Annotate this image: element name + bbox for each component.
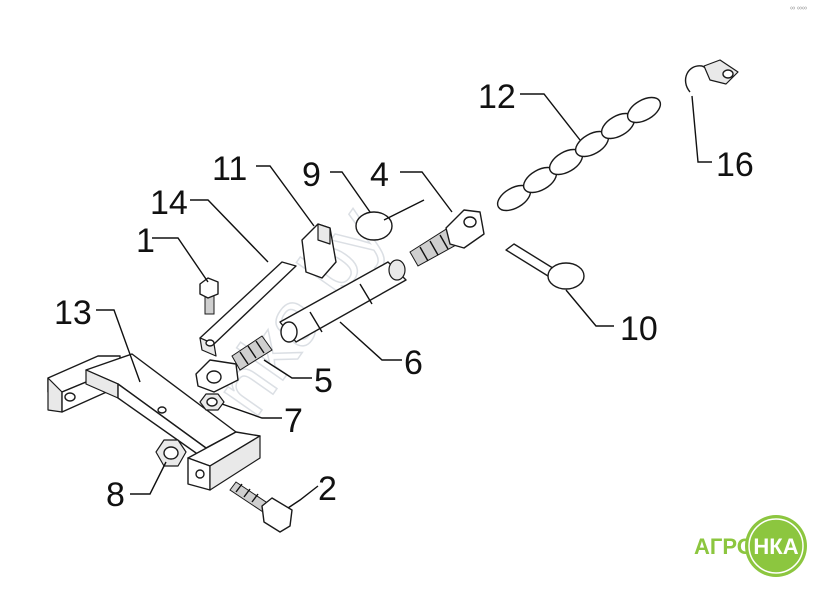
logo-prefix: АГРО (694, 534, 754, 559)
logo-badge-text: НКА (753, 534, 798, 559)
callout-6: 6 (404, 344, 423, 382)
callout-2: 2 (318, 470, 337, 508)
part-10-pin-handle (505, 243, 585, 290)
part-4-eye-bolt (409, 209, 485, 267)
agronka-logo: АГРО НКА (694, 515, 807, 577)
callout-10: 10 (620, 310, 658, 348)
callout-1: 1 (136, 222, 155, 260)
corner-mark: ∞ ∞∞ (790, 5, 807, 12)
part-16-shackle (684, 59, 739, 93)
callout-7: 7 (284, 402, 303, 440)
part-14-bracket (199, 261, 297, 357)
part-7-nut (199, 393, 225, 411)
callout-labels: 1 2 4 5 6 7 8 9 10 11 12 13 14 16 (54, 78, 754, 514)
callout-11: 11 (212, 150, 247, 188)
callout-16: 16 (716, 146, 754, 184)
callout-14: 14 (150, 184, 188, 222)
callout-5: 5 (314, 362, 333, 400)
logo-badge-ring (748, 518, 804, 574)
callout-9: 9 (302, 156, 321, 194)
callout-4: 4 (370, 156, 389, 194)
callout-12: 12 (478, 78, 516, 116)
part-2-bolt (229, 481, 293, 533)
part-9-pin (355, 199, 425, 241)
part-12-chain (496, 96, 662, 212)
part-13-frame (47, 353, 261, 491)
logo-badge-circle (745, 515, 807, 577)
part-8-nut (155, 439, 187, 467)
part-6-tube (279, 259, 407, 343)
part-11-clip (301, 223, 337, 279)
callout-13: 13 (54, 294, 92, 332)
callout-8: 8 (106, 476, 125, 514)
leader-lines (96, 93, 712, 509)
part-5-clevis-rod (195, 335, 273, 393)
part-1-small-bolt (199, 277, 219, 315)
